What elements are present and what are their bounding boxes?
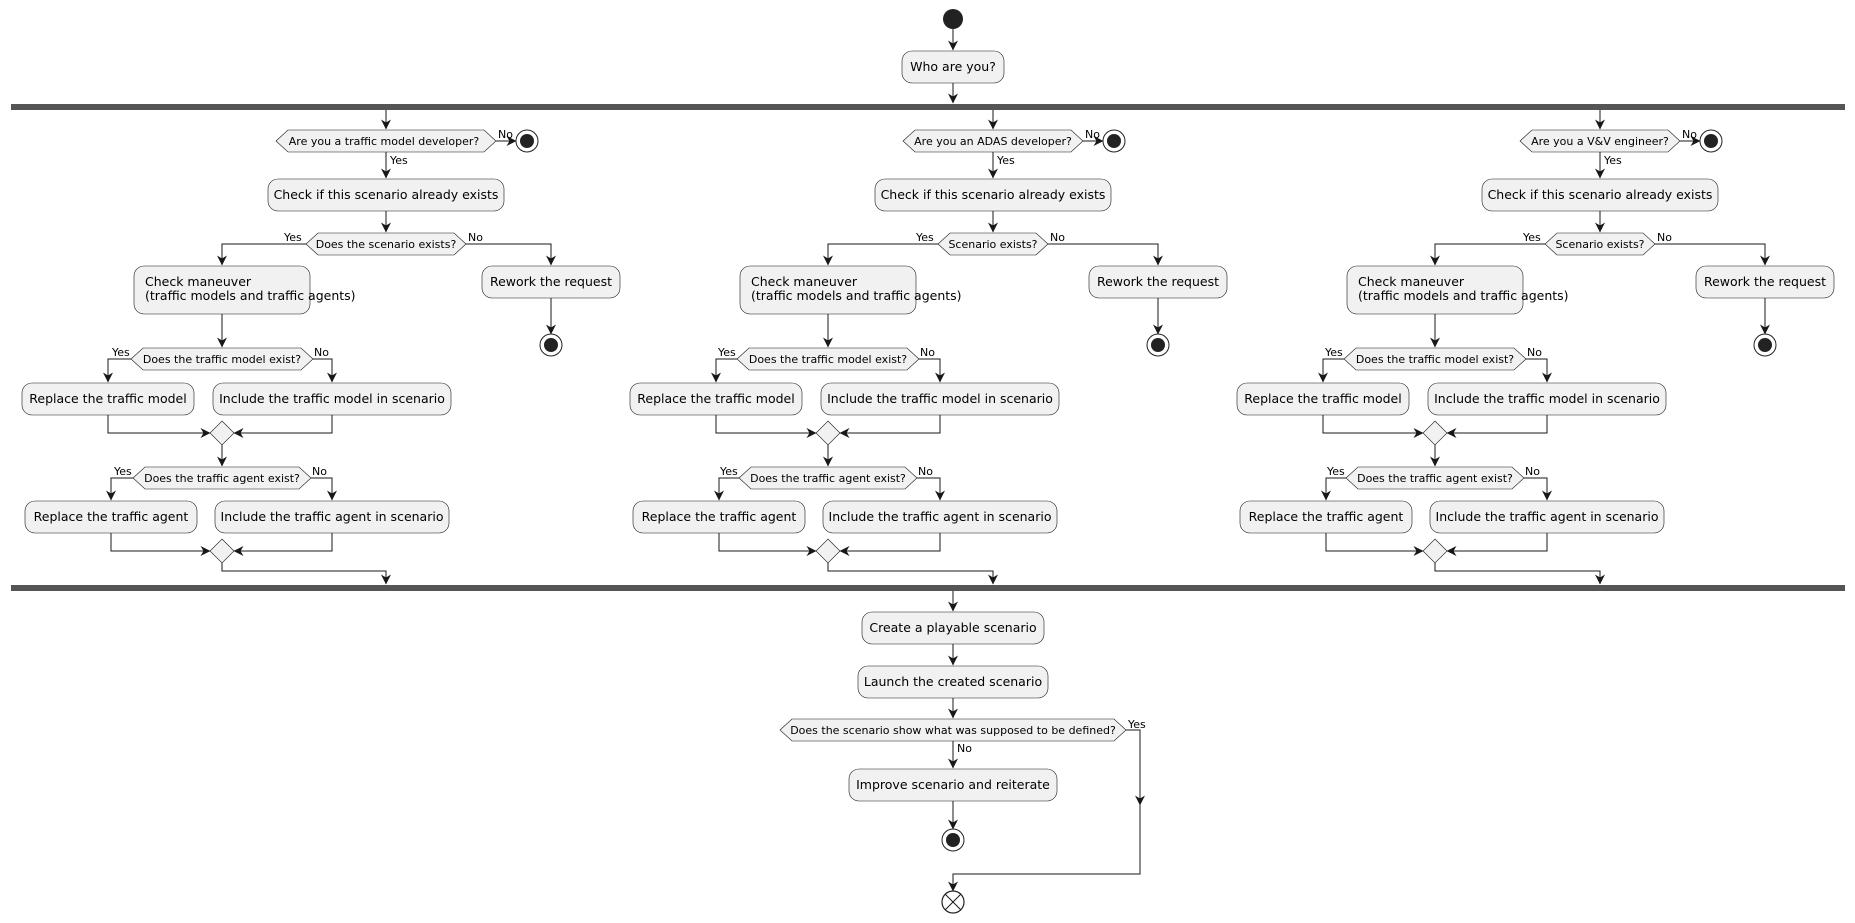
role-yes-label: Yes [389, 154, 408, 167]
role-yes-label: Yes [1603, 154, 1622, 167]
model-yes-label: Yes [717, 346, 736, 359]
exists-decision-label: Scenario exists? [1555, 238, 1644, 251]
launch-scenario-label: Launch the created scenario [864, 674, 1042, 689]
role-no-label: No [1682, 128, 1697, 141]
role-decision-label: Are you an ADAS developer? [914, 135, 1072, 148]
include-model-label: Include the traffic model in scenario [1434, 391, 1660, 406]
role-stop-inner [520, 134, 534, 148]
model-decision-label: Does the traffic model exist? [749, 353, 907, 366]
role-decision-label: Are you a traffic model developer? [289, 135, 480, 148]
agent-yes-label: Yes [113, 465, 132, 478]
who-are-you-label: Who are you? [910, 59, 996, 74]
model-no-label: No [1527, 346, 1542, 359]
exists-no-label: No [468, 231, 483, 244]
model-no-label: No [314, 346, 329, 359]
include-agent-label: Include the traffic agent in scenario [1436, 509, 1659, 524]
role-stop-inner [1107, 134, 1121, 148]
model-merge [1422, 420, 1448, 446]
final-no-label: No [957, 742, 972, 755]
fork-bar [11, 104, 1845, 110]
final-yes-label: Yes [1127, 718, 1146, 731]
start-node [943, 9, 963, 29]
agent-merge [1422, 538, 1448, 564]
check-maneuver-line2: (traffic models and traffic agents) [1358, 288, 1569, 303]
agent-yes-label: Yes [1326, 465, 1345, 478]
agent-no-label: No [1525, 465, 1540, 478]
replace-agent-label: Replace the traffic agent [1249, 509, 1404, 524]
improve-label: Improve scenario and reiterate [856, 777, 1050, 792]
agent-decision-label: Does the traffic agent exist? [1357, 472, 1513, 485]
exists-decision-label: Scenario exists? [948, 238, 1037, 251]
replace-model-label: Replace the traffic model [1244, 391, 1401, 406]
agent-decision-label: Does the traffic agent exist? [750, 472, 906, 485]
check-maneuver-line1: Check maneuver [145, 274, 252, 289]
exists-no-label: No [1657, 231, 1672, 244]
rework-stop-inner [1758, 338, 1772, 352]
agent-decision-label: Does the traffic agent exist? [144, 472, 300, 485]
check-exists-label: Check if this scenario already exists [881, 187, 1106, 202]
include-agent-label: Include the traffic agent in scenario [221, 509, 444, 524]
agent-no-label: No [312, 465, 327, 478]
check-exists-label: Check if this scenario already exists [1488, 187, 1713, 202]
check-maneuver-line1: Check maneuver [1358, 274, 1465, 289]
model-merge [209, 420, 235, 446]
model-merge [815, 420, 841, 446]
rework-label: Rework the request [490, 274, 612, 289]
final-decision-label: Does the scenario show what was supposed… [790, 724, 1116, 737]
replace-agent-label: Replace the traffic agent [34, 509, 189, 524]
model-yes-label: Yes [111, 346, 130, 359]
exists-yes-label: Yes [915, 231, 934, 244]
replace-model-label: Replace the traffic model [29, 391, 186, 406]
model-yes-label: Yes [1324, 346, 1343, 359]
role-decision-label: Are you a V&V engineer? [1531, 135, 1669, 148]
exists-yes-label: Yes [1522, 231, 1541, 244]
agent-merge [209, 538, 235, 564]
check-maneuver-line1: Check maneuver [751, 274, 858, 289]
model-decision-label: Does the traffic model exist? [143, 353, 301, 366]
exists-decision-label: Does the scenario exists? [316, 238, 457, 251]
rework-label: Rework the request [1097, 274, 1219, 289]
check-maneuver-line2: (traffic models and traffic agents) [751, 288, 962, 303]
exists-no-label: No [1050, 231, 1065, 244]
improve-stop-inner [946, 833, 960, 847]
check-maneuver-line2: (traffic models and traffic agents) [145, 288, 356, 303]
rework-stop-inner [544, 338, 558, 352]
rework-label: Rework the request [1704, 274, 1826, 289]
create-scenario-label: Create a playable scenario [869, 620, 1036, 635]
exists-yes-label: Yes [283, 231, 302, 244]
role-no-label: No [1085, 128, 1100, 141]
replace-model-label: Replace the traffic model [637, 391, 794, 406]
include-agent-label: Include the traffic agent in scenario [829, 509, 1052, 524]
model-no-label: No [920, 346, 935, 359]
role-yes-label: Yes [996, 154, 1015, 167]
include-model-label: Include the traffic model in scenario [219, 391, 445, 406]
replace-agent-label: Replace the traffic agent [642, 509, 797, 524]
role-stop-inner [1704, 134, 1718, 148]
agent-merge [815, 538, 841, 564]
lane-1: Are you a traffic model developer?NoYesC… [21, 110, 621, 585]
agent-yes-label: Yes [719, 465, 738, 478]
check-exists-label: Check if this scenario already exists [274, 187, 499, 202]
rework-stop-inner [1151, 338, 1165, 352]
agent-no-label: No [918, 465, 933, 478]
include-model-label: Include the traffic model in scenario [827, 391, 1053, 406]
model-decision-label: Does the traffic model exist? [1356, 353, 1514, 366]
role-no-label: No [498, 128, 513, 141]
final-end-cross-b [944, 893, 962, 911]
join-bar [11, 585, 1845, 591]
